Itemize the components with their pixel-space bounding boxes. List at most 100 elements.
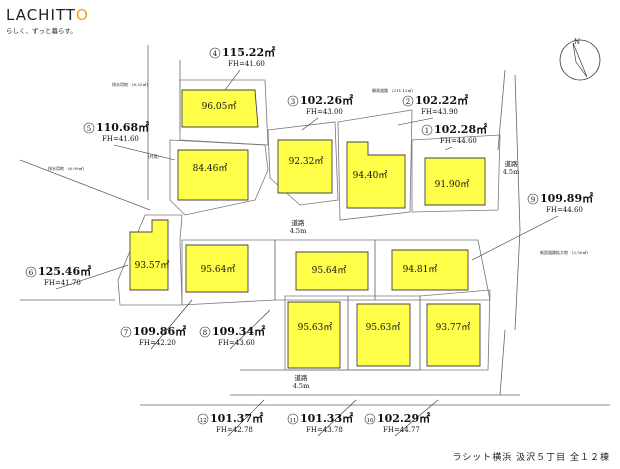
land-area-lot-1: 102.28㎡ [434,122,487,136]
lot-number-8: 8 [203,329,207,337]
lot-number-12: 12 [200,418,207,424]
building-footprint-lot-11 [356,303,411,367]
land-area-lot-4: 115.22㎡ [222,45,275,59]
land-area-lot-12: 101.37㎡ [210,411,263,425]
lot-number-6: 6 [29,269,34,277]
lot-number-badge-10 [364,413,376,425]
land-area-lot-5: 110.68㎡ [96,120,149,134]
lot-number-badge-7 [120,326,132,338]
building-area-lot-4: 96.05㎡ [202,101,237,112]
building-footprint-lot-1 [424,157,486,206]
lot-number-3: 3 [291,98,295,106]
leader-line-lot-12 [227,399,265,437]
leader-line-lot-9 [471,215,559,261]
land-area-lot-8: 109.34㎡ [212,324,265,338]
floor-height-lot-8: FH=43.60 [218,339,255,347]
building-area-lot-1: 91.90㎡ [435,179,470,190]
lot-number-10: 10 [367,418,374,424]
building-footprint-lot-4 [181,89,259,128]
compass: N [559,38,601,81]
lot-number-badge-8 [199,326,211,338]
brand-name: LACHITTO [6,6,89,24]
floor-height-lot-6: FH=41.70 [44,279,81,287]
floor-height-lot-1: FH=44.60 [440,137,477,145]
note-2: (共用) [148,153,160,159]
land-area-lot-9: 109.89㎡ [540,191,593,205]
lot-number-4: 4 [213,50,218,58]
lot-outlines [117,79,501,371]
building-footprint-lot-9 [391,249,469,291]
building-footprint-lot-8 [295,251,369,291]
leader-line-lot-11 [317,399,357,437]
building-footprint-lot-5 [177,149,249,201]
compass-ring [559,39,601,81]
building-footprint-lot-2 [346,141,406,209]
note-1: 排水用地 (6.52㎡) [112,81,148,87]
leader-line-lot-5 [113,144,176,161]
compass-north-label: N [574,38,580,46]
land-area-lot-2: 102.22㎡ [415,93,468,107]
lot-number-7: 7 [124,329,128,337]
floor-height-lot-2: FH=43.90 [421,108,458,116]
lot-number-5: 5 [87,125,91,133]
note-3: 排水用地 (6.99㎡) [48,165,84,171]
building-area-lot-2: 94.40㎡ [353,170,388,181]
brand-tagline: らしく、ずっと暮らす。 [6,27,77,35]
notes-layer: 排水用地 (6.52㎡) (共用) 排水用地 (6.99㎡) 開発道路 (211.12… [48,81,588,255]
land-area-lot-3: 102.26㎡ [300,93,353,107]
lot-number-2: 2 [406,98,410,106]
building-footprint-lot-7 [185,244,249,293]
leader-line-lot-4 [224,69,241,91]
lot-number-11: 11 [290,418,297,424]
road-center-width: 4.5m [290,227,307,235]
floor-height-lot-3: FH=43.00 [306,108,343,116]
floor-height-lot-4: FH=41.60 [228,60,265,68]
building-area-lot-12: 95.63㎡ [298,322,333,333]
road-right-label: 道路 [505,159,519,168]
leader-line-lot-8 [229,309,271,350]
leader-line-lot-7 [150,299,193,350]
road-bottom-width: 4.5m [293,382,310,390]
floor-height-lot-5: FH=41.60 [102,135,139,143]
building-area-lot-9: 94.81㎡ [403,264,438,275]
building-area-lot-7: 95.64㎡ [201,264,236,275]
floor-height-lot-11: FH=43.78 [306,426,343,434]
land-area-lot-11: 101.33㎡ [300,411,353,425]
lot-number-badge-11 [287,413,299,425]
floor-height-lot-12: FH=42.78 [216,426,253,434]
floor-height-lot-7: FH=42.20 [139,339,176,347]
footer-caption: ラシット横浜 汲沢５丁目 全１２棟 [452,453,610,463]
building-footprint-lot-10 [426,303,481,367]
note-4: 開発道路 (211.12㎡) [372,87,414,93]
lot-number-badge-3 [287,95,299,107]
north-arrow-outline-icon [572,42,588,78]
lot-number-badge-1 [421,124,433,136]
leader-line-lot-6 [55,264,129,290]
building-area-lot-10: 93.77㎡ [436,322,471,333]
leader-line-lot-2 [397,117,434,126]
lot-number-1: 1 [425,127,429,135]
floor-height-lot-10: FH=44.77 [383,426,420,434]
building-footprint-lot-3 [277,139,333,194]
lot-number-badge-12 [197,413,209,425]
building-footprint-lot-12 [287,301,341,369]
lot-number-9: 9 [531,196,535,204]
lot-number-badge-5 [83,122,95,134]
note-5: 新設道路拡大地 (2.50㎡) [540,249,588,255]
floor-height-lot-9: FH=44.60 [546,206,583,214]
land-area-lot-6: 125.46㎡ [38,264,91,278]
land-area-lot-7: 109.86㎡ [133,324,186,338]
lot-number-badge-9 [527,193,539,205]
land-area-lot-10: 102.29㎡ [377,411,430,425]
building-area-lot-3: 92.32㎡ [289,156,324,167]
road-right-width: 4.5m [503,168,520,176]
building-footprint-lot-6 [129,219,169,291]
road-bottom-label: 道路 [295,373,309,382]
leader-line-lot-3 [301,117,319,131]
lot-number-badge-6 [25,266,37,278]
leader-line-lot-10 [394,399,439,437]
